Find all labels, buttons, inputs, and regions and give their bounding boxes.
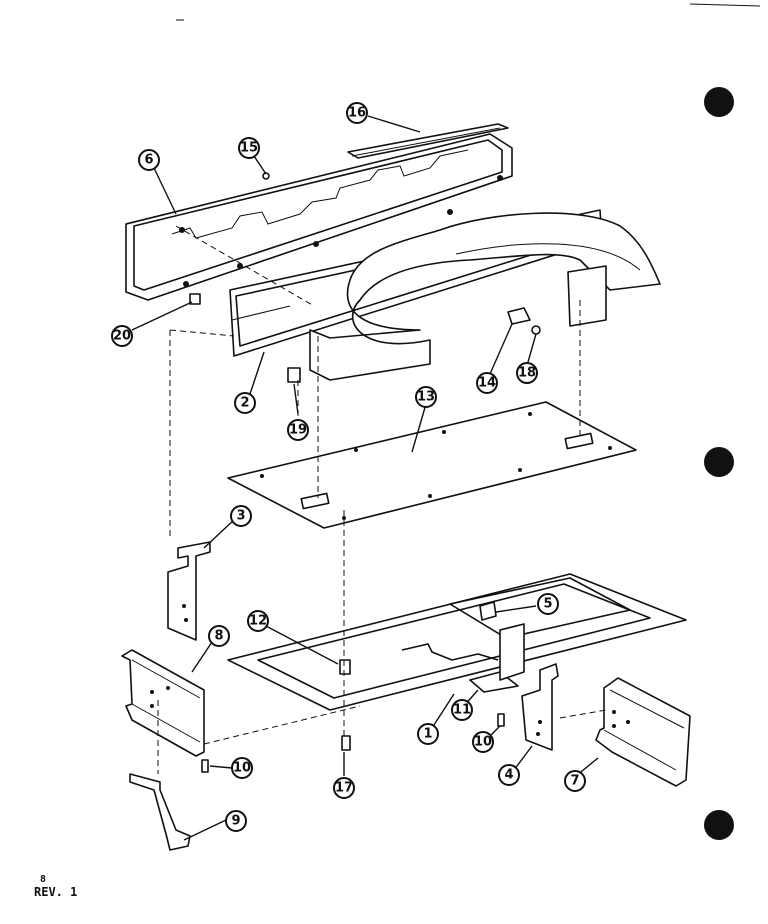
revision-label: REV. 1 xyxy=(34,885,78,899)
callout-2: 2 xyxy=(234,392,256,414)
svg-text:2: 2 xyxy=(240,396,249,411)
svg-text:1: 1 xyxy=(423,727,432,742)
ribbon-cable xyxy=(309,212,661,381)
svg-text:15: 15 xyxy=(240,141,258,156)
part-8-left-rail xyxy=(121,649,205,757)
callout-12: 12 xyxy=(247,610,269,632)
part-10-screw-left xyxy=(201,759,209,773)
callout-6: 6 xyxy=(138,149,160,171)
part-20-clip xyxy=(189,293,201,305)
part-3-bracket xyxy=(167,541,211,641)
part-14-bracket xyxy=(507,307,531,325)
svg-text:10: 10 xyxy=(233,761,251,776)
base-tray xyxy=(227,573,687,711)
part-19-connector xyxy=(287,367,301,383)
svg-text:13: 13 xyxy=(417,390,435,405)
callout-1: 1 xyxy=(417,723,439,745)
svg-text:20: 20 xyxy=(113,329,131,344)
callout-20: 20 xyxy=(111,325,133,347)
svg-text:3: 3 xyxy=(236,509,245,524)
part-13-board xyxy=(227,401,637,529)
punch-hole-top xyxy=(704,87,734,117)
svg-text:14: 14 xyxy=(478,376,496,391)
svg-text:19: 19 xyxy=(289,423,307,438)
part-10-screw-right xyxy=(497,713,505,727)
sheet-number: 8 xyxy=(40,874,47,885)
svg-text:11: 11 xyxy=(453,703,471,718)
svg-text:8: 8 xyxy=(214,629,223,644)
punch-hole-bottom xyxy=(704,810,734,840)
callout-14: 14 xyxy=(476,372,498,394)
part-5-bracket xyxy=(479,601,497,621)
callout-8: 8 xyxy=(208,625,230,647)
svg-text:18: 18 xyxy=(518,366,536,381)
svg-text:5: 5 xyxy=(543,597,552,612)
part-11-bracket xyxy=(469,623,525,693)
callout-11: 11 xyxy=(451,699,473,721)
part-4-bracket xyxy=(521,663,559,751)
part-7-right-rail xyxy=(595,677,691,787)
svg-text:12: 12 xyxy=(249,614,267,629)
callout-10-right: 10 xyxy=(472,731,494,753)
callout-18: 18 xyxy=(516,362,538,384)
part-9-lever xyxy=(129,773,191,851)
svg-text:9: 9 xyxy=(231,814,240,829)
svg-text:7: 7 xyxy=(570,774,579,789)
part-17-screw xyxy=(341,735,351,751)
callout-17: 17 xyxy=(333,777,355,799)
callout-15: 15 xyxy=(238,137,260,159)
callout-10-left: 10 xyxy=(231,757,253,779)
callout-5: 5 xyxy=(537,593,559,615)
callout-13: 13 xyxy=(415,386,437,408)
callout-16: 16 xyxy=(346,102,368,124)
scan-mark-corner xyxy=(689,3,761,7)
svg-text:4: 4 xyxy=(504,768,513,783)
callout-7: 7 xyxy=(564,770,586,792)
svg-text:10: 10 xyxy=(474,735,492,750)
alignment-lines xyxy=(157,225,607,774)
svg-text:17: 17 xyxy=(335,781,353,796)
part-6-bezel xyxy=(125,133,513,301)
part-12-standoff xyxy=(339,659,351,675)
callout-19: 19 xyxy=(287,419,309,441)
callout-4: 4 xyxy=(498,764,520,786)
part-16-strip xyxy=(347,123,509,159)
callout-9: 9 xyxy=(225,810,247,832)
punch-hole-middle xyxy=(704,447,734,477)
part-18-screw-top xyxy=(531,325,541,335)
svg-text:6: 6 xyxy=(144,153,153,168)
callout-3: 3 xyxy=(230,505,252,527)
svg-text:16: 16 xyxy=(348,106,366,121)
footer-revision: 8 REV. 1 xyxy=(34,874,77,898)
